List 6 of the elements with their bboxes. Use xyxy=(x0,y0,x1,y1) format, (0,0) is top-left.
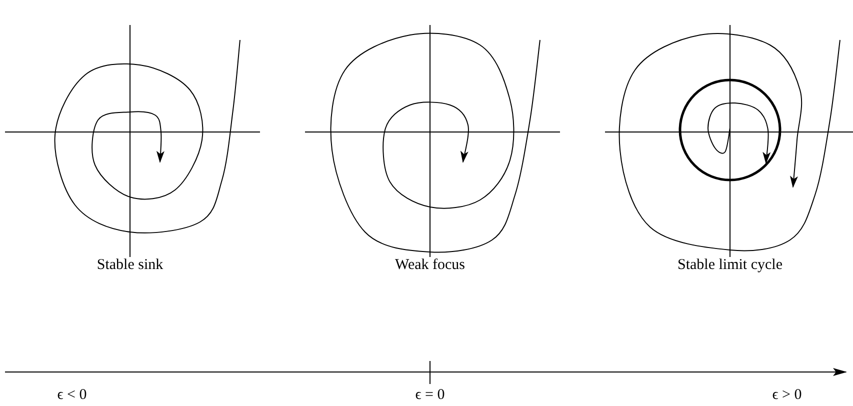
panel-caption: Stable sink xyxy=(96,256,164,274)
panel-caption: Weak focus xyxy=(395,256,465,274)
panel-caption: Stable limit cycle xyxy=(678,256,782,274)
parameter-label: ϵ < 0 xyxy=(57,386,87,404)
parameter-label: ϵ = 0 xyxy=(415,386,445,404)
parameter-label: ϵ > 0 xyxy=(772,386,802,404)
